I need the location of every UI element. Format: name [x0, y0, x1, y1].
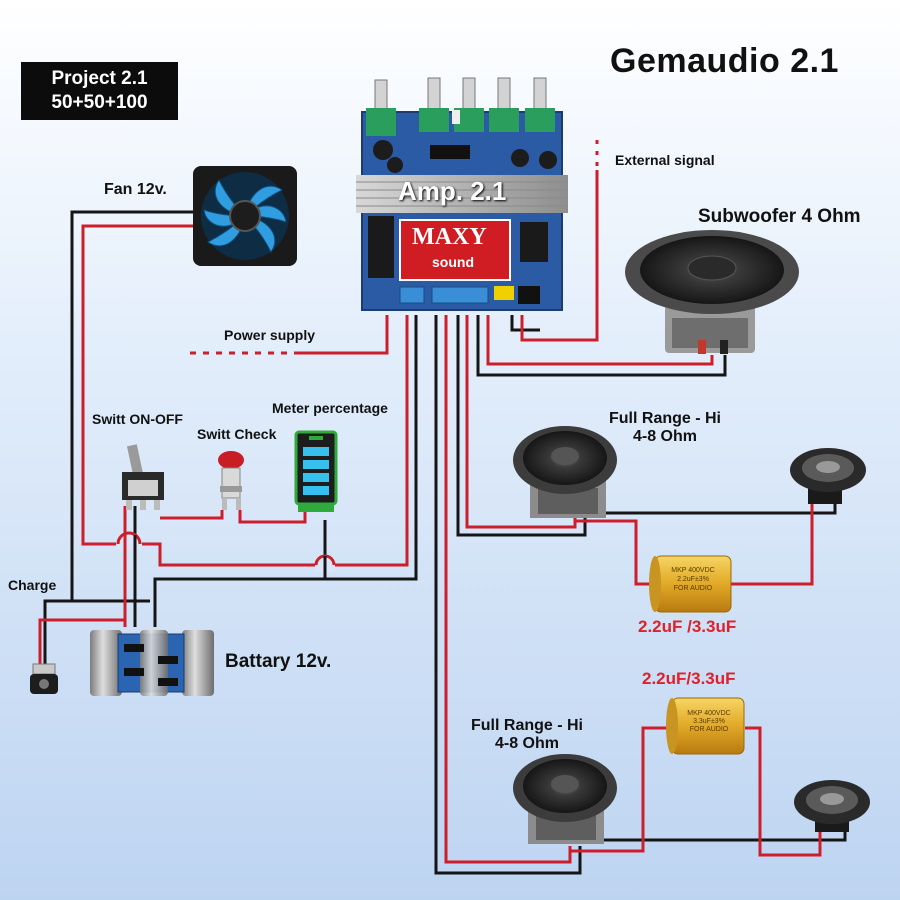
switch-on-off [122, 444, 164, 510]
battery-meter [294, 430, 338, 512]
full-range-1-ohm: 4-8 Ohm [632, 428, 697, 445]
wire-switch-check-red [160, 510, 224, 520]
wire-fan-black [43, 210, 195, 665]
wire-power-red [300, 315, 389, 355]
subwoofer-speaker [625, 230, 799, 354]
cap2-print-line2: 3.3uF±3% [693, 718, 725, 725]
wire-cap2-out [745, 726, 822, 857]
full-range-2-label: Full Range - Hi 4-8 Ohm [462, 717, 592, 753]
cap1-print-line2: 2.2uF±3% [677, 576, 709, 583]
cap1-print-line3: FOR AUDIO [674, 585, 713, 592]
capacitor-1-value: 2.2uF /3.3uF [638, 617, 737, 636]
power-supply-label: Power supply [224, 327, 316, 343]
full-range-2-title: Full Range - Hi [471, 717, 583, 734]
wire-battery-black [153, 315, 418, 627]
full-range-speaker-1 [513, 426, 617, 518]
wire-check-meter-red [238, 510, 307, 524]
fan-label: Fan 12v. [104, 181, 167, 198]
battery-pack [90, 630, 214, 696]
cap2-print-line3: FOR AUDIO [690, 726, 729, 733]
charge-jack [30, 663, 58, 694]
red-wires [38, 170, 822, 864]
tweeter-2 [794, 780, 870, 832]
wire-cap2-in [568, 726, 672, 853]
wire-tweeter2-black [580, 820, 847, 842]
cap2-print-line1: MKP 400VDC [687, 710, 730, 717]
wire-hop-1 [116, 531, 142, 545]
charge-label: Charge [8, 577, 57, 593]
wire-fr2-red [444, 315, 572, 864]
badge-line-2: 50+50+100 [51, 92, 148, 113]
meter-label: Meter percentage [272, 400, 388, 416]
switch-check-button [218, 451, 244, 510]
wire-cap1-in [573, 510, 656, 586]
external-signal-label: External signal [615, 152, 715, 168]
capacitor-2-value: 2.2uF/3.3uF [642, 669, 736, 688]
amp-brand-sticker [399, 219, 511, 281]
wire-tweeter1-black [580, 490, 837, 515]
cap1-print-line1: MKP 400VDC [671, 567, 714, 574]
amp-knobs [366, 77, 555, 136]
switch-check-label: Switt Check [197, 426, 277, 442]
wire-signal-red [520, 170, 599, 342]
wire-sub-black [476, 315, 727, 377]
badge-line-1: Project 2.1 [51, 68, 148, 89]
switch-on-off-label: Switt ON-OFF [92, 411, 183, 427]
subwoofer-label: Subwoofer 4 Ohm [698, 206, 861, 227]
wire-charge-red [38, 506, 127, 665]
wire-fr1-black [456, 315, 587, 537]
tweeter-1 [790, 448, 866, 504]
amp-brand-bottom: sound [432, 254, 474, 270]
amplifier-board [356, 77, 568, 311]
amp-label: Amp. 2.1 [398, 176, 507, 206]
battery-label: Battary 12v. [225, 651, 332, 672]
full-range-speaker-2 [513, 754, 617, 844]
full-range-2-ohm: 4-8 Ohm [494, 735, 559, 752]
wire-signal-black [510, 315, 540, 332]
amp-heatsink [356, 175, 568, 213]
wire-sub-red [486, 315, 714, 366]
amp-brand-top: MAXY [412, 224, 487, 250]
capacitor-2: MKP 400VDC 3.3uF±3% FOR AUDIO [666, 697, 745, 755]
wire-fan-red [81, 224, 409, 567]
fan-12v [193, 166, 297, 266]
full-range-1-title: Full Range - Hi [609, 410, 721, 427]
wire-cap1-out [730, 490, 814, 586]
full-range-1-label: Full Range - Hi 4-8 Ohm [600, 410, 730, 446]
page-title: Gemaudio 2.1 [610, 42, 839, 80]
wire-fr2-black [434, 315, 582, 875]
capacitor-1: MKP 400VDC 2.2uF±3% FOR AUDIO [649, 555, 732, 613]
project-badge: Project 2.1 50+50+100 [21, 62, 178, 120]
